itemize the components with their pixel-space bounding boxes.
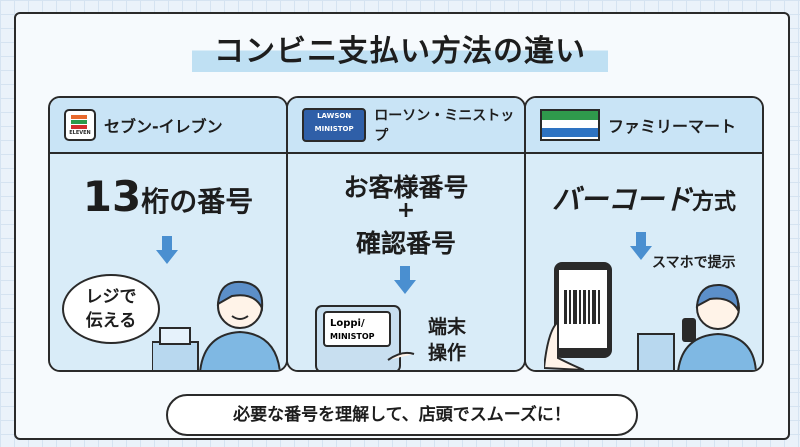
smartphone-present-text: スマホで提示 <box>652 255 736 271</box>
card-header: ファミリーマート <box>526 98 762 154</box>
card-seven-eleven: ELEVEN セブン-イレブン 13桁の番号 レジで 伝える <box>48 96 288 372</box>
clerk-illustration-icon <box>152 280 281 370</box>
plus-sign: + <box>396 198 416 223</box>
down-arrow-icon <box>630 232 652 260</box>
speech-bubble: レジで 伝える <box>62 274 160 344</box>
customer-number-text: お客様番号 <box>343 173 469 202</box>
card-body: バーコード方式 スマホで提示 <box>526 154 762 370</box>
smartphone-barcode-icon <box>544 262 612 370</box>
card-header: ELEVEN セブン-イレブン <box>50 98 286 154</box>
terminal-operation-text: 端末 操作 <box>428 316 467 364</box>
method-text: バーコード方式 <box>551 183 737 216</box>
method-text: 13桁の番号 <box>82 172 254 221</box>
page-title: コンビニ支払い方法の違い <box>0 24 800 72</box>
familymart-logo <box>540 109 600 141</box>
store-name: ファミリーマート <box>608 117 737 136</box>
store-name: セブン-イレブン <box>104 117 223 136</box>
card-body: お客様番号 + 確認番号 Loppi/ MINISTOP 端末 操作 <box>288 154 524 370</box>
svg-text:Loppi/: Loppi/ <box>330 318 365 329</box>
down-arrow-icon <box>394 266 416 294</box>
card-familymart: ファミリーマート バーコード方式 スマホで提示 <box>524 96 764 372</box>
footer-message: 必要な番号を理解して、店頭でスムーズに！ <box>166 394 638 436</box>
clerk-illustration-icon <box>637 283 757 370</box>
loppi-terminal-icon: Loppi/ MINISTOP <box>315 305 415 370</box>
confirmation-number-text: 確認番号 <box>355 229 456 258</box>
down-arrow-icon <box>156 236 178 264</box>
card-body: 13桁の番号 レジで 伝える <box>50 154 286 370</box>
store-name: ローソン・ミニストップ <box>374 108 515 144</box>
svg-text:MINISTOP: MINISTOP <box>330 332 375 341</box>
seven-eleven-logo: ELEVEN <box>64 109 96 141</box>
